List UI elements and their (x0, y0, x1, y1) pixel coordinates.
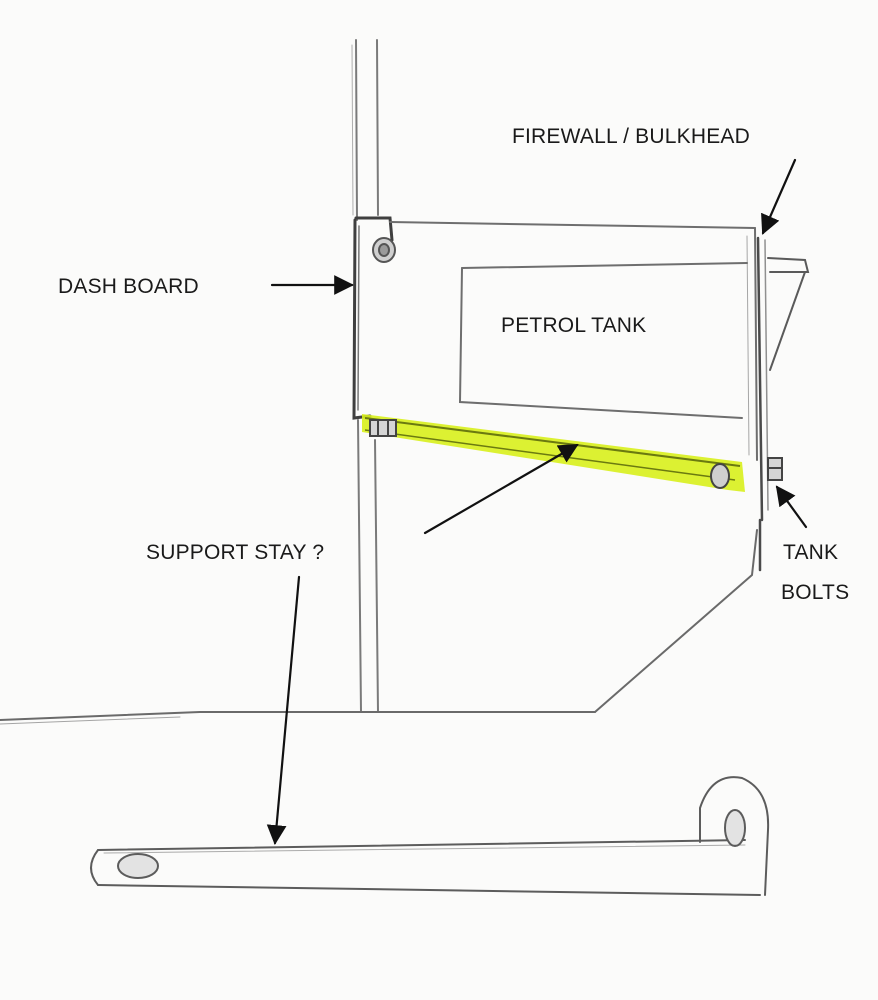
firewall-bulkhead (756, 236, 769, 572)
dash-bolt-icon (372, 237, 396, 263)
label-tank: TANK (783, 541, 839, 564)
lower-body-outline (0, 529, 758, 725)
arrow-stay-to-bar (423, 443, 579, 535)
tank-bolt-icon (767, 457, 783, 481)
dashboard-pillar (351, 39, 379, 713)
arrow-stay-to-detail (266, 575, 301, 845)
petrol-tank-outline (458, 262, 748, 419)
support-stay-highlight (362, 414, 745, 492)
firewall-bracket (767, 257, 810, 371)
label-support-stay: SUPPORT STAY ? (146, 541, 325, 564)
label-petrol-tank: PETROL TANK (501, 314, 647, 337)
annotation-arrows (266, 158, 808, 845)
stay-left-bolt-icon (369, 419, 397, 437)
label-bolts: BOLTS (781, 581, 850, 604)
label-dash-board: DASH BOARD (58, 275, 199, 298)
label-firewall-bulkhead: FIREWALL / BULKHEAD (512, 125, 750, 148)
tank-outer-outline (389, 221, 758, 461)
arrow-tank-bolts (775, 485, 808, 529)
support-stay-detail (90, 776, 770, 896)
arrow-firewall (761, 158, 797, 235)
stay-right-bolt-icon (710, 463, 730, 489)
